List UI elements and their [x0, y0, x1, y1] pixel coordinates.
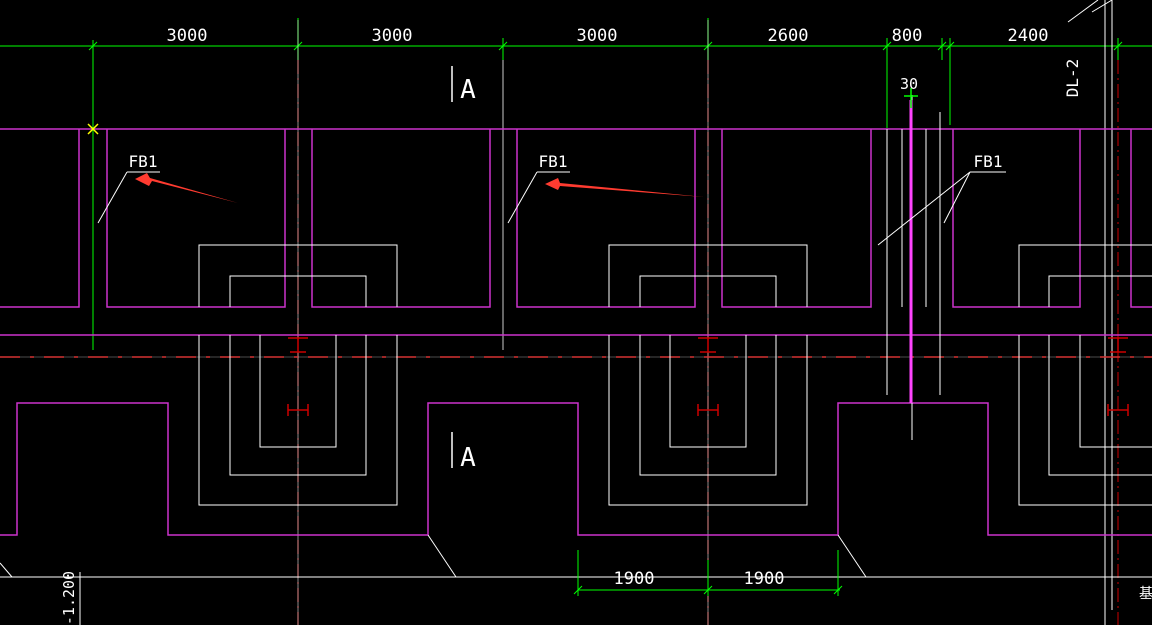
selection-point-marker[interactable]	[87, 123, 99, 135]
column-markers	[287, 337, 1129, 416]
section-marker-top: A	[451, 66, 476, 105]
section-label-bottom: A	[460, 443, 476, 473]
beam-label-1: FB1	[129, 152, 158, 171]
beam-label-dl: DL-2	[1063, 59, 1082, 98]
beam-leader-1	[97, 171, 160, 224]
bottom-dim-text-2: 1900	[744, 569, 785, 589]
beam-label-2: FB1	[539, 152, 568, 171]
bottom-dim-text-1: 1900	[614, 569, 655, 589]
axis-lines-white	[297, 0, 1113, 625]
section-label-top: A	[460, 75, 476, 105]
dim-text-3: 3000	[577, 26, 618, 46]
dim-text-4: 2600	[768, 26, 809, 46]
beam-label-3: FB1	[974, 152, 1003, 171]
beam-leader-3	[877, 171, 1006, 246]
elevation-label: -1.200	[60, 571, 78, 625]
edge-glyph: 基	[1139, 585, 1152, 602]
annotation-arrows	[135, 173, 704, 203]
dim-text-6: 2400	[1008, 26, 1049, 46]
annotation-arrow-1	[135, 173, 238, 203]
dim-text-1: 3000	[167, 26, 208, 46]
lower-foundation-walls	[0, 402, 1152, 536]
beam-leader-2	[507, 171, 570, 224]
bottom-dimension-chain	[573, 550, 843, 596]
dim-text-2: 3000	[372, 26, 413, 46]
small-dim-text: 30	[900, 75, 918, 93]
dim-text-5: 800	[892, 26, 923, 46]
north-arrow-fragment	[1067, 0, 1113, 23]
top-dimension-texts: 3000 3000 3000 2600 800 2400	[167, 26, 1049, 46]
section-marker-bottom: A	[451, 432, 476, 473]
upper-foundation-walls	[0, 128, 1152, 336]
